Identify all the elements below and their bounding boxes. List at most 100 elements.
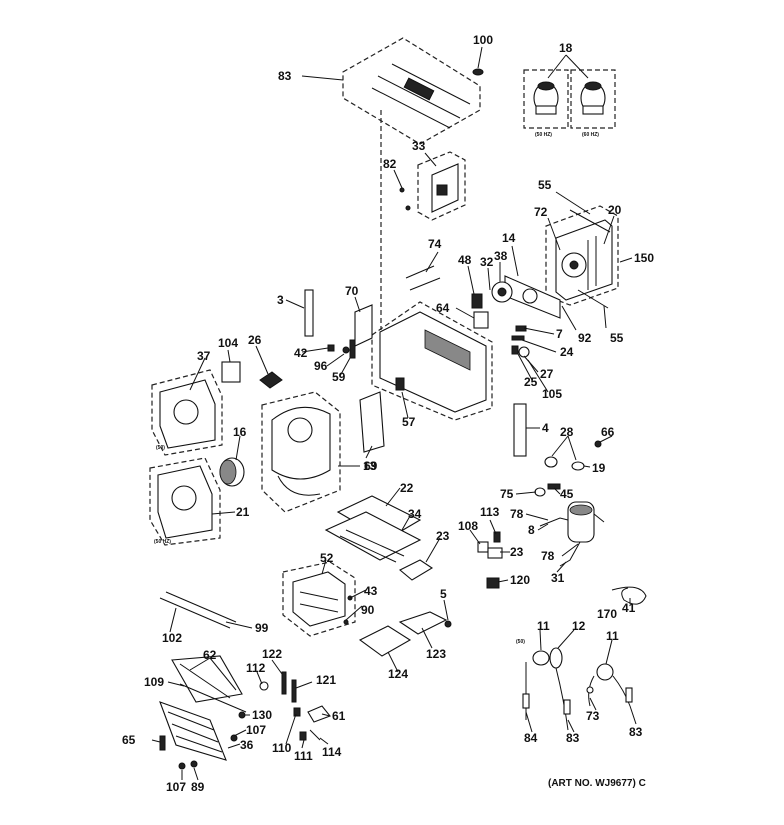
callout-label: 110 bbox=[272, 741, 292, 755]
callout-label: 102 bbox=[162, 631, 182, 645]
compressor-box-60hz bbox=[570, 69, 616, 129]
harness-right bbox=[586, 663, 633, 707]
sublabel: (50) bbox=[516, 639, 525, 645]
grille-box-52 bbox=[282, 561, 356, 637]
callout-label: 25 bbox=[524, 375, 538, 389]
callout-label: 90 bbox=[361, 603, 375, 617]
part-64 bbox=[473, 311, 489, 329]
callout-label: 100 bbox=[473, 33, 493, 47]
callout-label: 72 bbox=[534, 205, 548, 219]
leader-lines bbox=[151, 46, 637, 781]
control-panel-parts bbox=[371, 63, 471, 129]
compressor-18-60hz bbox=[580, 81, 606, 115]
sublabel: (50 HZ) bbox=[535, 132, 552, 138]
callout-label: 26 bbox=[248, 333, 262, 347]
bracket-box-33 bbox=[417, 151, 466, 221]
parts bbox=[157, 54, 647, 770]
callout-labels: 100 18 83 33 82 55 20 72 150 14 38 32 48… bbox=[122, 33, 654, 794]
callout-label: 24 bbox=[560, 345, 574, 359]
evaporator-20 bbox=[555, 219, 613, 301]
callout-label: 8 bbox=[528, 523, 535, 537]
shroud-box-13 bbox=[261, 391, 341, 513]
motor-48 bbox=[471, 293, 483, 309]
callout-label: 48 bbox=[458, 253, 472, 267]
callout-label: 16 bbox=[233, 425, 247, 439]
fan-shroud-box-37 bbox=[151, 369, 223, 456]
control-panel-box bbox=[342, 37, 481, 145]
callout-label: 107 bbox=[246, 723, 266, 737]
callout-label: 43 bbox=[364, 584, 378, 598]
callout-label: 65 bbox=[122, 733, 136, 747]
part-124 bbox=[358, 625, 412, 657]
callout-label: 107 bbox=[166, 780, 186, 794]
compressor-18-50hz bbox=[533, 81, 559, 115]
callout-label: 11 bbox=[537, 619, 550, 633]
callout-label: 55 bbox=[538, 178, 552, 192]
callout-label: 4 bbox=[542, 421, 549, 435]
callout-label: 109 bbox=[144, 675, 164, 689]
callout-label: 83 bbox=[629, 725, 643, 739]
callout-label: 23 bbox=[510, 545, 524, 559]
part-26 bbox=[259, 371, 283, 389]
strip-3 bbox=[304, 289, 314, 337]
callout-label: 62 bbox=[203, 648, 217, 662]
callout-label: 57 bbox=[402, 415, 416, 429]
callout-label: 11 bbox=[606, 629, 619, 643]
fan-shroud-21 bbox=[157, 465, 213, 539]
callout-label: 37 bbox=[197, 349, 211, 363]
callout-label: 120 bbox=[510, 573, 530, 587]
sublabel: (50) bbox=[156, 445, 165, 451]
plate-69 bbox=[359, 391, 385, 453]
compressor-box-50hz bbox=[523, 69, 569, 129]
callout-label: 89 bbox=[191, 780, 205, 794]
callout-label: 3 bbox=[277, 293, 284, 307]
callout-label: 33 bbox=[412, 139, 426, 153]
base-34 bbox=[324, 511, 422, 563]
callout-label: 74 bbox=[428, 237, 442, 251]
callout-label: 20 bbox=[608, 203, 622, 217]
callout-label: 124 bbox=[388, 667, 408, 681]
callout-label: 27 bbox=[540, 367, 554, 381]
callout-label: 7 bbox=[556, 327, 563, 341]
callout-label: 70 bbox=[345, 284, 359, 298]
part-120 bbox=[486, 577, 500, 589]
callout-label: 105 bbox=[542, 387, 562, 401]
callout-label: 108 bbox=[458, 519, 478, 533]
callout-label: 69 bbox=[364, 459, 378, 473]
callout-label: 123 bbox=[426, 647, 446, 661]
callout-label: 113 bbox=[480, 505, 500, 519]
callout-label: 34 bbox=[408, 507, 422, 521]
plate-104 bbox=[221, 361, 241, 383]
blower-wheel-16 bbox=[219, 457, 245, 487]
sublabels: (50 HZ) (60 HZ) (50) (50 HZ) (50) bbox=[154, 132, 599, 645]
callout-label: 112 bbox=[246, 661, 266, 675]
callout-label: 52 bbox=[320, 551, 334, 565]
callout-label: 23 bbox=[436, 529, 450, 543]
callout-label: 83 bbox=[566, 731, 580, 745]
callout-label: 66 bbox=[601, 425, 615, 439]
callout-label: 150 bbox=[634, 251, 654, 265]
front-panel-62 bbox=[171, 655, 243, 703]
bracket-70 bbox=[354, 304, 373, 347]
sublabel: (50 HZ) bbox=[154, 539, 171, 545]
harness-left bbox=[522, 647, 571, 731]
callout-label: 111 bbox=[294, 749, 313, 763]
callout-label: 130 bbox=[252, 708, 272, 722]
callout-label: 12 bbox=[572, 619, 586, 633]
orifice-14 bbox=[504, 275, 561, 319]
chassis-box bbox=[371, 301, 493, 421]
callout-label: 78 bbox=[510, 507, 524, 521]
callout-label: 55 bbox=[610, 331, 624, 345]
callout-label: 42 bbox=[294, 346, 308, 360]
compressor-78 bbox=[567, 501, 605, 543]
art-number: (ART NO. WJ9677) C bbox=[548, 778, 646, 789]
fan-shroud-box-21 bbox=[149, 457, 221, 546]
callout-label: 21 bbox=[236, 505, 250, 519]
callout-label: 170 bbox=[597, 607, 617, 621]
callout-label: 99 bbox=[255, 621, 269, 635]
callout-label: 121 bbox=[316, 673, 336, 687]
callout-label: 22 bbox=[400, 481, 414, 495]
callout-label: 14 bbox=[502, 231, 516, 245]
callout-label: 61 bbox=[332, 709, 346, 723]
